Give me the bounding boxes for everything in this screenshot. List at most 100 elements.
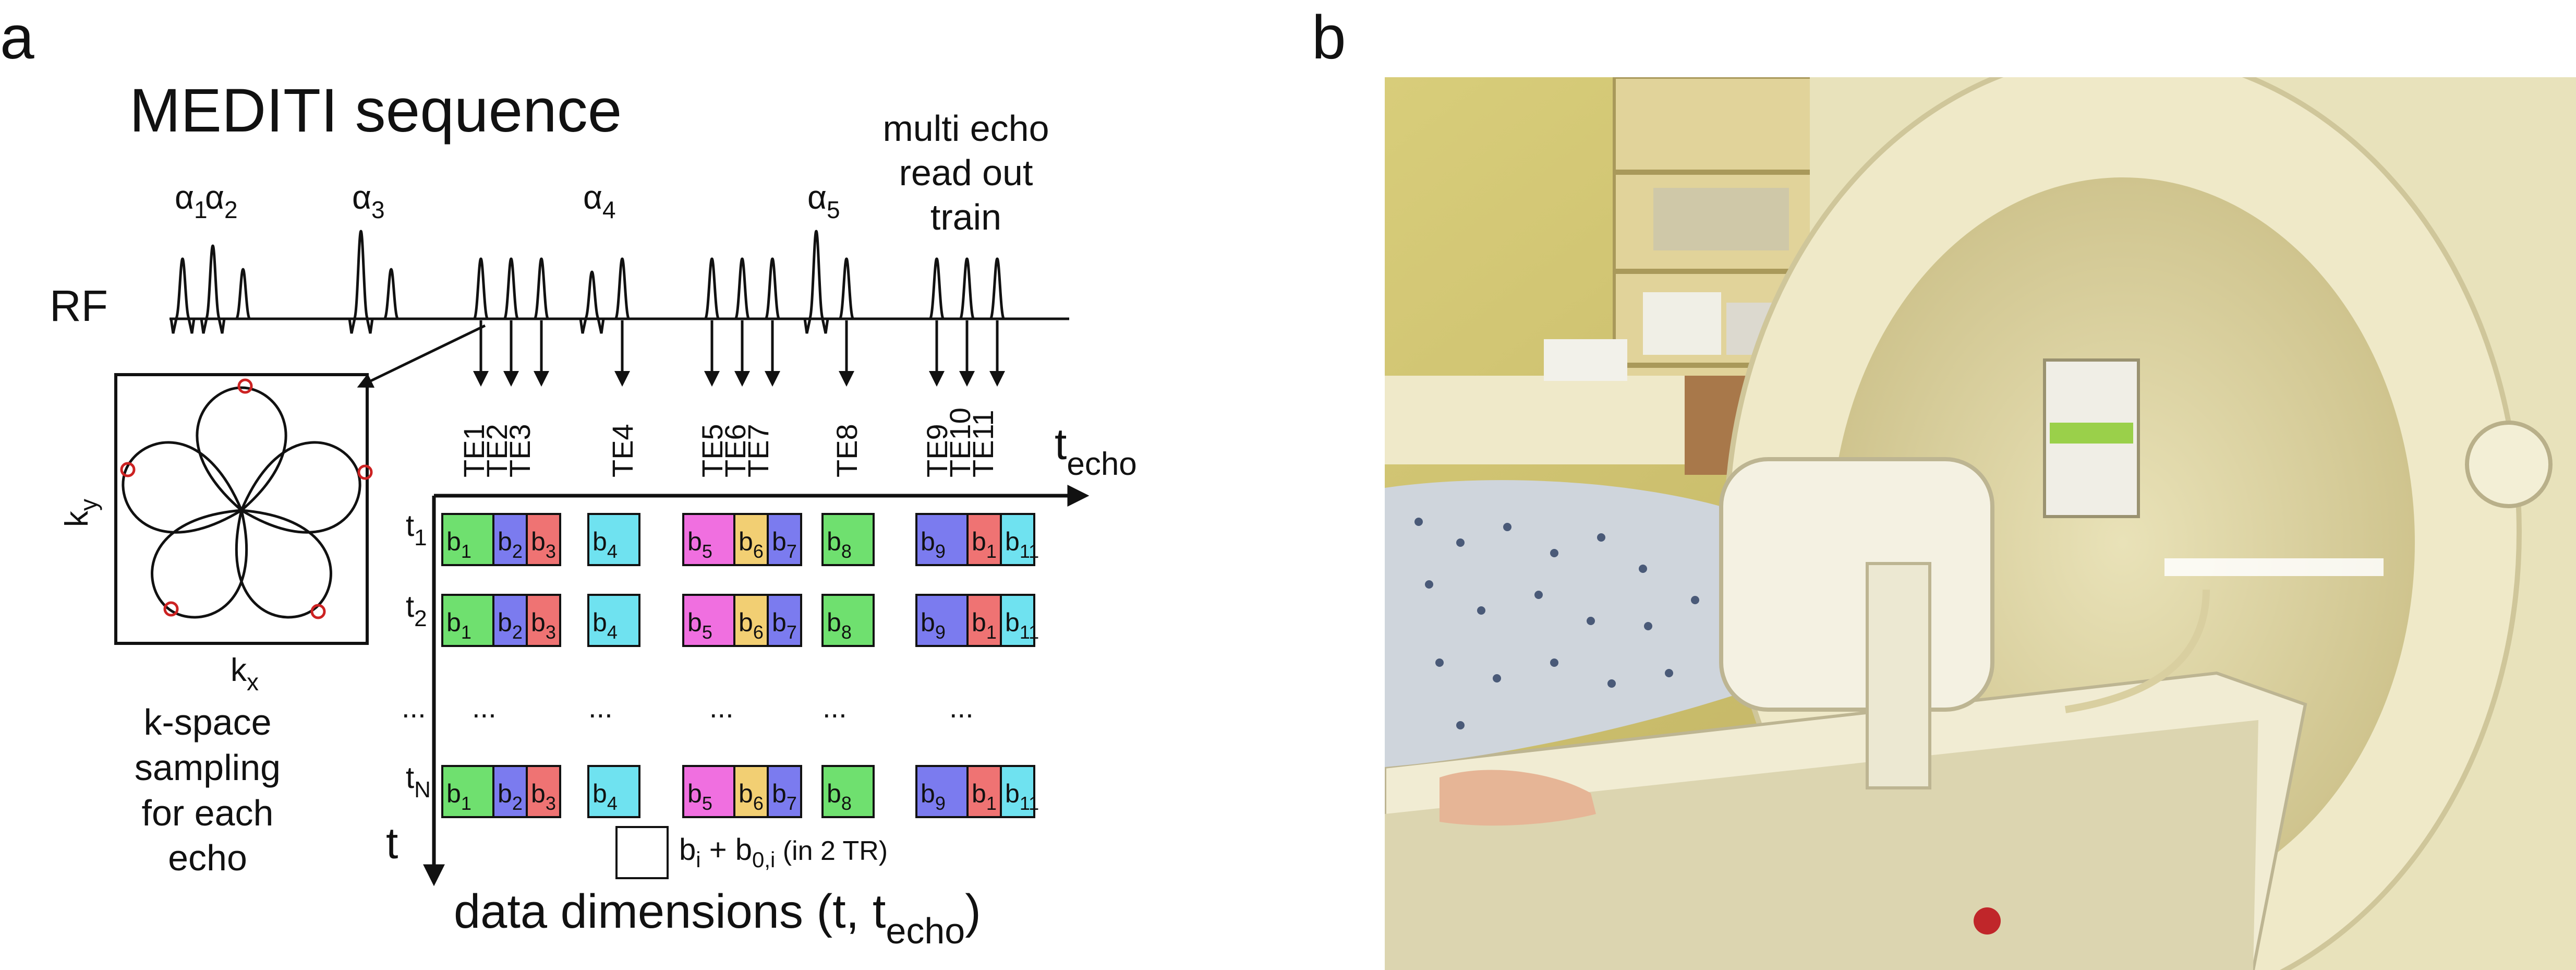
kspace-marker — [310, 604, 326, 619]
coil-strap — [1866, 562, 1931, 789]
data-cell — [526, 513, 561, 566]
time-row-label: tN — [406, 761, 431, 803]
data-cell — [915, 594, 969, 647]
rf-pulse — [704, 257, 720, 320]
kspace-sample-markers — [120, 378, 373, 619]
data-cell-label: b8 — [827, 527, 852, 562]
data-cell — [1000, 594, 1035, 647]
data-cell-label: b1 — [972, 527, 997, 562]
echo-arrows — [473, 320, 1005, 387]
te-label: TE1 — [457, 424, 490, 477]
kspace-marker — [163, 601, 179, 617]
te-label: TE11 — [966, 410, 999, 477]
rf-pulse-sidelobe — [170, 318, 196, 334]
rf-pulse — [734, 257, 751, 320]
rf-pulse — [473, 257, 489, 320]
data-cell-label: b4 — [592, 527, 618, 562]
panel-b: b — [1312, 3, 2576, 970]
data-cell — [767, 765, 802, 818]
kspace-marker — [237, 378, 253, 394]
data-cell — [821, 594, 875, 647]
data-cell-label: b6 — [739, 527, 764, 562]
ellipsis: ... — [588, 691, 613, 724]
time-row-label: t1 — [406, 509, 427, 550]
data-cell-label: b3 — [531, 527, 556, 562]
kspace-caption-line-3: for each — [142, 793, 274, 833]
rf-pulse — [838, 257, 855, 320]
data-cell-label: b7 — [772, 608, 797, 643]
rf-pulse — [235, 268, 251, 320]
data-cell-label: b5 — [687, 608, 712, 643]
data-cell-label: b1 — [972, 608, 997, 643]
counter — [1385, 376, 1687, 464]
data-cell-label: b6 — [739, 608, 764, 643]
data-cell-label: b5 — [687, 779, 712, 814]
data-cell — [441, 513, 494, 566]
gown-pattern — [1414, 518, 1699, 729]
flip-angle-label: α3 — [352, 178, 385, 223]
table-side — [1385, 720, 2258, 970]
rf-pulse — [959, 257, 975, 320]
readout-label-line-1: multi echo — [882, 108, 1049, 149]
ellipsis: ... — [823, 691, 847, 724]
data-cell — [587, 594, 640, 647]
data-cell-label: b11 — [1005, 527, 1039, 562]
data-cell — [733, 513, 769, 566]
rf-pulse — [353, 230, 369, 320]
data-cell — [966, 513, 1002, 566]
kspace-pointer — [357, 324, 486, 388]
rf-pulse-sidelobe — [200, 318, 226, 334]
data-cell — [733, 594, 769, 647]
rf-pulse — [584, 270, 600, 320]
readout-label-line-2: read out — [899, 152, 1033, 193]
kspace-caption-line-1: k-space — [143, 702, 271, 743]
te-label: TE10 — [944, 408, 976, 477]
mri-scanner-photo — [1385, 77, 2576, 970]
data-cell — [1000, 765, 1035, 818]
data-cell — [441, 765, 494, 818]
data-cell-label: b2 — [498, 608, 523, 643]
ellipsis: ... — [709, 691, 734, 724]
data-dimensions-caption: data dimensions (t, techo) — [454, 885, 981, 951]
readout-label-line-3: train — [930, 197, 1001, 237]
data-cell-label: b7 — [772, 527, 797, 562]
data-cell — [526, 594, 561, 647]
data-cell-label: b9 — [921, 527, 946, 562]
patient-hand — [1440, 770, 1596, 826]
data-cell-label: b1 — [446, 608, 471, 643]
flip-angle-label: α1 — [175, 178, 208, 223]
data-cell-label: b2 — [498, 527, 523, 562]
readout-label: multi echo read out train — [882, 108, 1049, 237]
rf-pulse-sidelobe — [803, 318, 829, 334]
data-cell — [492, 765, 528, 818]
rf-pulse-sidelobe — [348, 318, 374, 334]
data-cell — [526, 765, 561, 818]
t-axis-label: t — [386, 819, 398, 868]
device-cable — [2064, 589, 2210, 713]
data-cell — [821, 765, 875, 818]
rf-pulse — [764, 257, 781, 320]
panel-b-label: b — [1312, 3, 1346, 72]
data-cell — [587, 513, 640, 566]
data-cell-label: b2 — [498, 779, 523, 814]
ellipsis: ... — [472, 691, 497, 724]
data-cell — [767, 594, 802, 647]
patient-body — [1385, 480, 1805, 767]
rf-pulse — [808, 230, 825, 320]
data-cell — [1000, 513, 1035, 566]
te-label: TE4 — [606, 424, 639, 477]
data-cell-label: b11 — [1005, 608, 1039, 643]
rf-pulse-sidelobe — [579, 318, 605, 334]
ellipsis: ... — [949, 691, 974, 724]
data-cell-label: b4 — [592, 608, 618, 643]
ellipsis: ... — [402, 691, 426, 724]
te-label: TE6 — [719, 424, 752, 477]
sequence-title: MEDITI sequence — [129, 76, 622, 145]
data-cell-label: b1 — [446, 779, 471, 814]
te-label: TE7 — [742, 424, 775, 477]
t-echo-axis-label: techo — [1055, 420, 1137, 482]
data-cell-label: b7 — [772, 779, 797, 814]
